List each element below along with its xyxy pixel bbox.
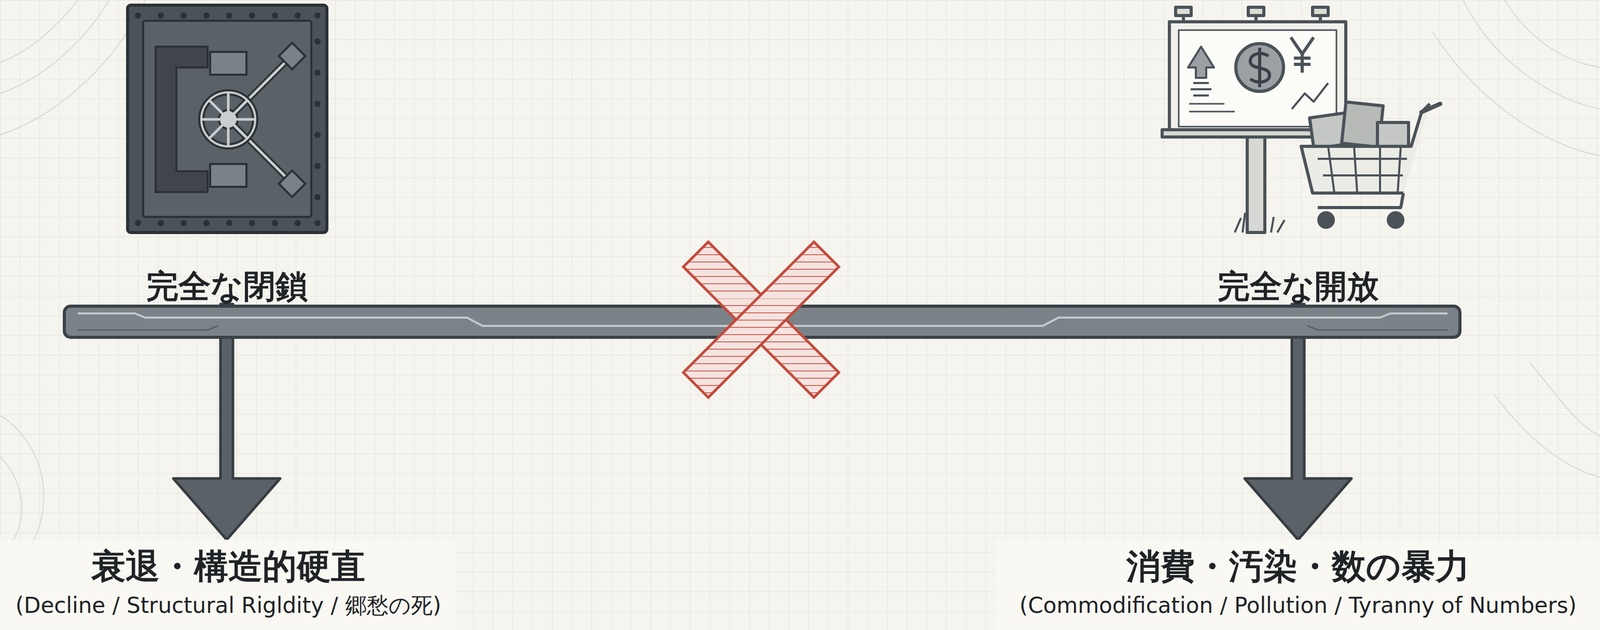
outcome-box: 消費・汚染・数の暴力 (Commodification / Pollution /… [996,539,1600,630]
opening-node: 完全な開放 [1142,0,1454,305]
node-label: 衰退・構造的硬直 [91,546,366,587]
node-subtitle: (Commodification / Pollution / Tyranny o… [1019,591,1577,620]
node-label: 完全な閉鎖 [146,268,308,305]
contour-lines [0,0,1600,545]
closure-node: 完全な閉鎖 [122,0,331,305]
node-label: 完全な開放 [1217,268,1379,305]
billboard-icon [1162,7,1354,233]
down-arrow [1244,304,1352,540]
cart-icon [1301,101,1441,228]
outcome-box: 衰退・構造的硬直 (Decline / Structural Rigldity /… [0,539,457,630]
down-arrow [173,304,281,540]
node-subtitle: (Decline / Structural Rigldity / 郷愁の死) [15,591,442,620]
node-label: 消費・汚染・数の暴力 [1126,546,1470,587]
cross-mark [630,188,892,450]
vault-icon [127,5,327,233]
